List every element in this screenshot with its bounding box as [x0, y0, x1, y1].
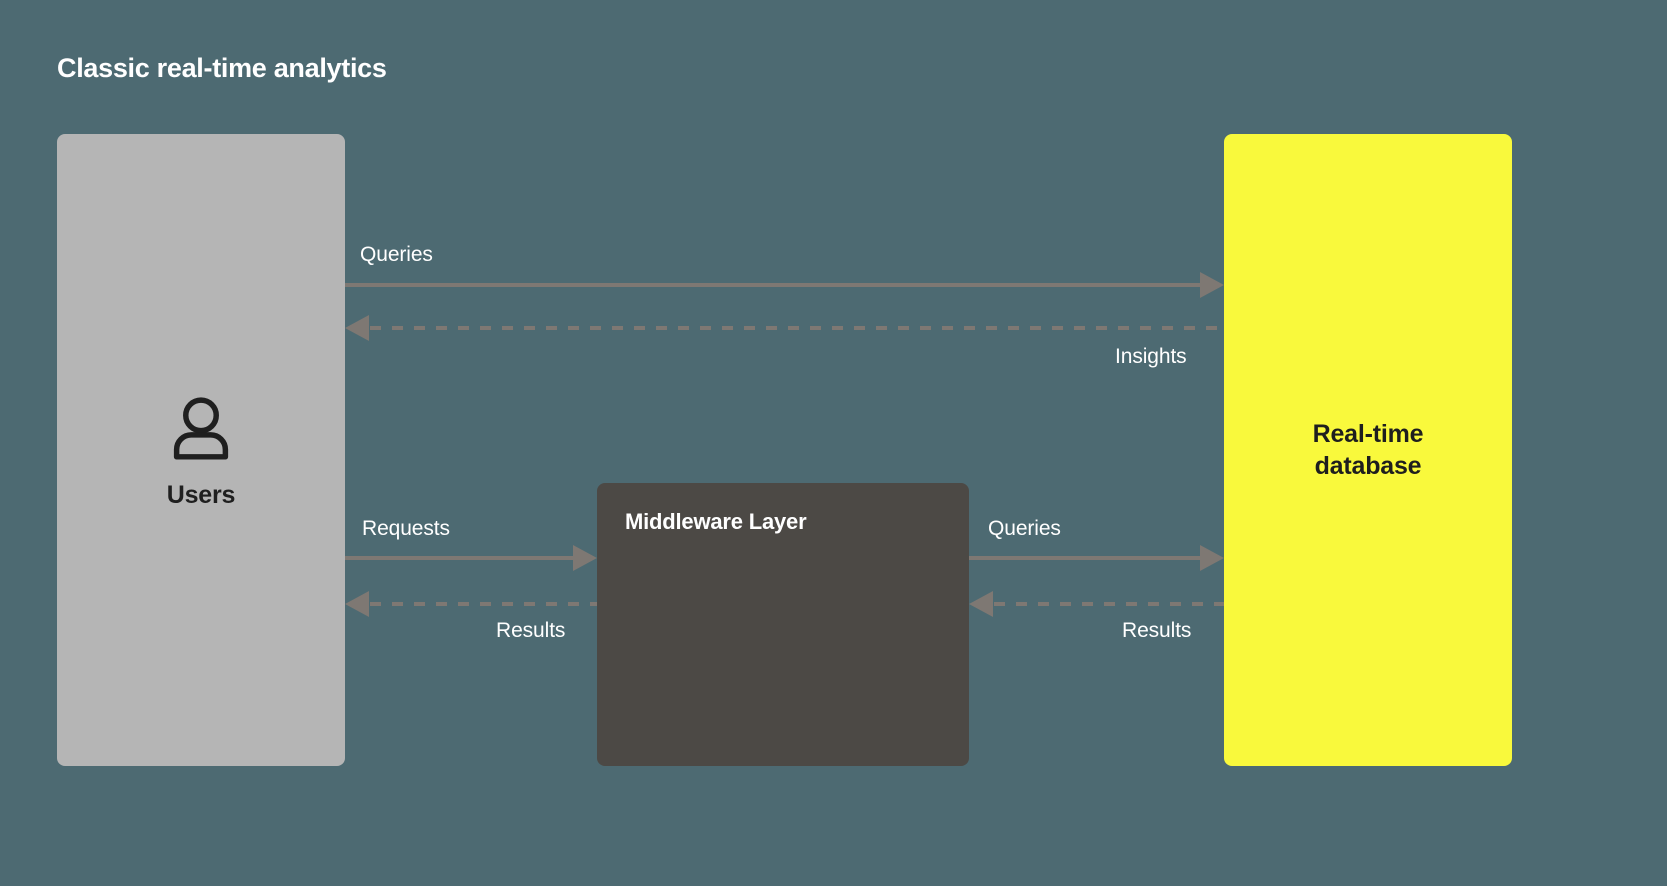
- page-title: Classic real-time analytics: [57, 53, 387, 83]
- arrowhead-right-icon: [573, 545, 597, 571]
- node-users-label: Users: [166, 480, 236, 509]
- node-database-label: Real-time database: [1313, 418, 1424, 482]
- edge-results-left: [345, 591, 597, 617]
- edge-results-right: [969, 591, 1224, 617]
- edge-label-requests: Requests: [362, 517, 450, 540]
- arrowhead-left-icon: [345, 591, 369, 617]
- edge-label-results-left: Results: [496, 619, 566, 642]
- node-middleware[interactable]: Middleware Layer: [597, 483, 969, 766]
- user-icon: [173, 396, 229, 460]
- edge-label-queries-top: Queries: [360, 243, 433, 266]
- arrowhead-left-icon: [969, 591, 993, 617]
- node-users[interactable]: Users: [57, 134, 345, 766]
- edge-queries-middleware: [969, 545, 1224, 571]
- edge-label-insights: Insights: [1115, 345, 1187, 368]
- node-database[interactable]: Real-time database: [1224, 134, 1512, 766]
- arrowhead-right-icon: [1200, 272, 1224, 298]
- edge-requests: [345, 545, 597, 571]
- node-middleware-label: Middleware Layer: [625, 509, 807, 534]
- edge-label-results-right: Results: [1122, 619, 1192, 642]
- edge-insights: [345, 315, 1224, 341]
- edge-label-queries-middleware: Queries: [988, 517, 1061, 540]
- arrowhead-right-icon: [1200, 545, 1224, 571]
- node-database-label-line2: database: [1314, 452, 1422, 480]
- node-database-label-line1: Real-time: [1312, 420, 1424, 448]
- arrowhead-left-icon: [345, 315, 369, 341]
- edge-queries-top: [345, 272, 1224, 298]
